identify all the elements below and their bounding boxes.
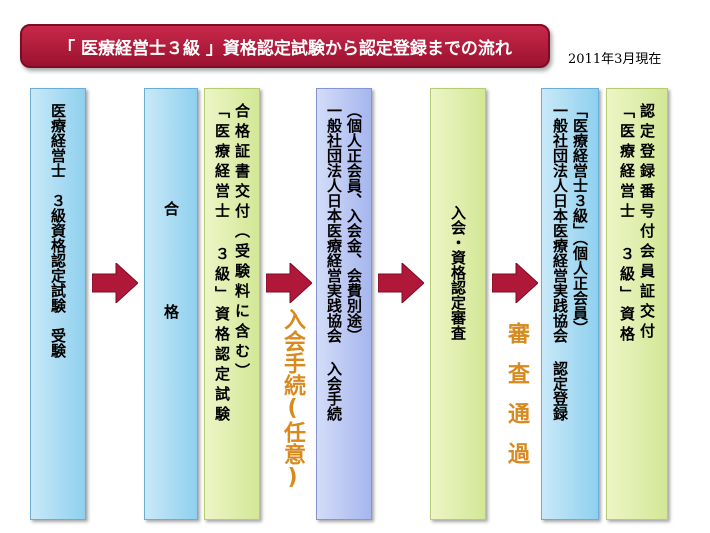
step-box-pass: 合格: [144, 88, 198, 520]
step-box-certificate-line-2: 「医療経営士 ３級」資格認定試験: [213, 103, 231, 426]
step-label-membership: 入会手続(任意): [280, 308, 305, 490]
step-box-member-card-line-1: 認定登録番号付会員証交付: [638, 103, 656, 343]
arrow-right-icon: [378, 263, 424, 303]
step-box-certificate: 合格証書交付（受験料に含む） 「医療経営士 ３級」資格認定試験: [204, 88, 260, 520]
step-box-membership: （個人正会員、入会金、会費別途） 一般社団法人日本医療経営実践協会 入会手続: [316, 88, 372, 520]
step-box-membership-line-1: （個人正会員、入会金、会費別途）: [345, 103, 363, 343]
date-note: 2011年3月現在: [568, 52, 662, 67]
step-box-exam-line-1: 医療経営士 ３級資格認定試験 受験: [49, 103, 67, 358]
page-title: 「 医療経営士３級 」資格認定試験から認定登録までの流れ: [20, 24, 550, 68]
arrow-right-icon: [492, 263, 538, 303]
step-box-member-card: 認定登録番号付会員証交付 「医療経営士 ３級」資格: [606, 88, 668, 520]
step-box-registration: 「医療経営士３級」（個人正会員） 一般社団法人日本医療経営実践協会 認定登録: [541, 88, 599, 520]
arrow-right-icon: [266, 263, 312, 303]
step-box-registration-line-2: 一般社団法人日本医療経営実践協会 認定登録: [551, 103, 569, 421]
step-box-pass-line-1: 合格: [162, 201, 180, 407]
step-box-review-line-1: 入会・資格認定審査: [449, 205, 467, 340]
arrow-right-icon: [92, 263, 138, 303]
step-label-review-passed: 審査通過: [504, 322, 529, 482]
step-box-certificate-line-1: 合格証書交付（受験料に含む）: [233, 103, 251, 383]
step-box-review: 入会・資格認定審査: [430, 88, 486, 520]
step-box-member-card-line-2: 「医療経営士 ３級」資格: [618, 103, 636, 346]
step-box-exam: 医療経営士 ３級資格認定試験 受験: [30, 88, 86, 520]
step-box-membership-line-2: 一般社団法人日本医療経営実践協会 入会手続: [325, 103, 343, 421]
step-box-registration-line-1: 「医療経営士３級」（個人正会員）: [571, 103, 589, 336]
